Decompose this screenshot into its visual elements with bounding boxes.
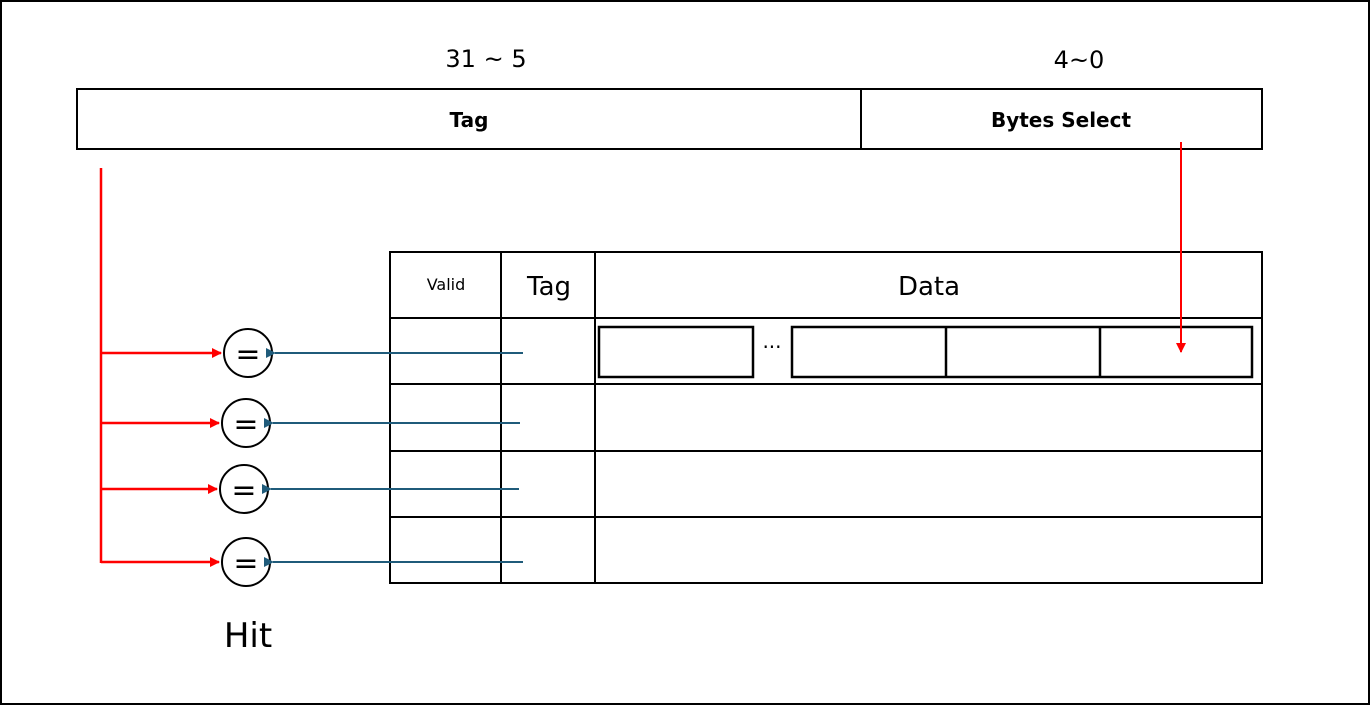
- comparator-symbol: =: [231, 473, 256, 508]
- ellipsis-text: ···: [762, 335, 781, 359]
- low-bits-label: 4~0: [1054, 46, 1105, 74]
- comparator-symbol: =: [233, 546, 258, 581]
- tag-field-label: Tag: [450, 108, 489, 132]
- comparator-symbol: =: [235, 337, 260, 372]
- byte-cell-group: [790, 325, 1254, 379]
- comparators: = = = =: [219, 328, 273, 587]
- valid-header: Valid: [427, 275, 466, 294]
- cache-table-border: [389, 251, 1263, 584]
- byte-cell: [597, 325, 755, 379]
- tag-header: Tag: [526, 272, 571, 302]
- comparator-symbol: =: [233, 407, 258, 442]
- data-header: Data: [898, 272, 960, 302]
- cache-table: Valid Tag Data ···: [389, 251, 1263, 584]
- cache-tag-lines: [262, 348, 523, 567]
- address-tag-bus: [99, 168, 222, 567]
- byte-select-field-label: Bytes Select: [991, 108, 1132, 132]
- hit-label: Hit: [224, 616, 272, 656]
- byte-select-field-box: [860, 88, 1263, 150]
- high-bits-label: 31 ~ 5: [445, 45, 526, 73]
